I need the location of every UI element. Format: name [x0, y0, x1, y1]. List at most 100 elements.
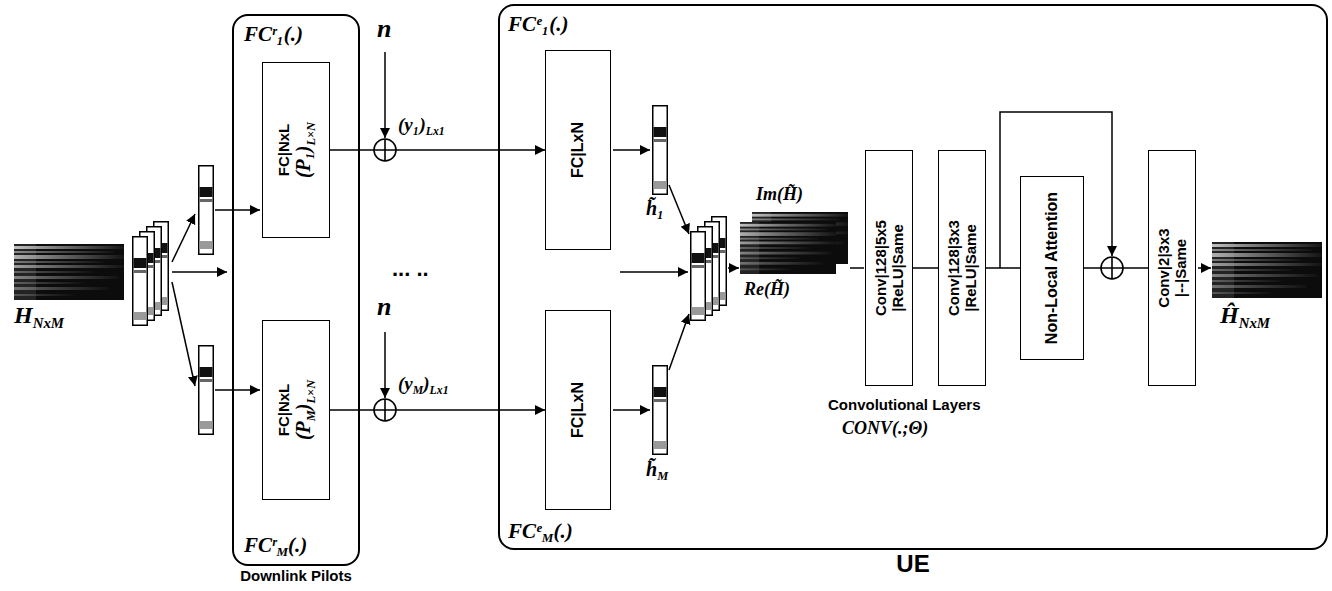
signal-label: (yM)Lx1: [398, 373, 449, 398]
node-text: M: [303, 410, 317, 421]
arrow: [1198, 267, 1211, 269]
rotated-text: Non-Local Attention: [1043, 192, 1061, 344]
label-text: H: [14, 302, 33, 328]
text-line: FCᵉ₁(.): [508, 12, 568, 36]
label-text: Ĥ: [1220, 302, 1239, 328]
channel-label: Im(H̃): [756, 184, 803, 205]
connector: [986, 267, 1020, 269]
rotated-text: FC|LxN: [569, 382, 587, 438]
rotated-text: Conv|128|3x3 |ReLU|Same: [945, 218, 980, 318]
node-text: UE: [896, 550, 929, 577]
fc-layer: FC|NxL(P₁)L×N: [262, 62, 330, 238]
arrow: [172, 271, 227, 273]
label-text: M: [657, 469, 668, 483]
node-text: FCᵉ₁(.): [508, 12, 568, 36]
node-text: FCʳ₁(.): [244, 22, 303, 46]
pilot-group: FC|NxL(P₁)L×NFC|NxL(PM)L×NFCʳ₁(.)FCʳM(.)…: [232, 14, 360, 566]
node-text: Conv|128|5x5 |ReLU|Same: [872, 220, 906, 316]
sum-node: [374, 139, 396, 161]
function-label: CONV(.;Θ): [842, 418, 928, 439]
vector-label: h̃₁: [646, 197, 664, 220]
label-text: Convolutional Layers: [828, 396, 981, 413]
sum-node: [1101, 257, 1123, 279]
node-text: FC|NxL: [275, 384, 292, 437]
fc-layer: FC|LxN: [545, 310, 611, 510]
arrow: [669, 314, 689, 370]
channel-image: [14, 244, 124, 300]
arrow: [384, 332, 386, 398]
label-text: h̃: [646, 458, 657, 480]
text-line: FC|LxN: [569, 382, 587, 438]
noise-label: n: [377, 292, 391, 322]
node-text: L×N: [303, 122, 317, 146]
channel-image: [740, 222, 836, 274]
arrow: [215, 389, 260, 391]
channel-label: Re(H̃): [744, 279, 790, 300]
arrow: [728, 267, 739, 269]
node-text: M: [276, 544, 288, 559]
label-text: Re(H̃): [744, 279, 790, 299]
matrix-label: HNxM: [14, 302, 64, 332]
rotated-text: FC|NxL(P₁)L×N: [275, 122, 318, 178]
label-text: n: [377, 292, 391, 321]
text-line: FC|NxL: [275, 122, 292, 178]
vector-stack: [133, 222, 169, 326]
vector: [653, 106, 668, 195]
fc-layer: FC|LxN: [545, 50, 611, 250]
text-line: Conv|128|5x5 |ReLU|Same: [872, 218, 907, 318]
vector: [691, 232, 706, 321]
label-text: Im(H̃): [756, 184, 803, 204]
arrow: [215, 209, 260, 211]
ellipsis: ... ..: [392, 256, 429, 281]
node-text: FCʳ: [244, 533, 276, 557]
attention-block: Non-Local Attention: [1020, 176, 1084, 360]
label-text: NxM: [33, 315, 64, 331]
arrow: [384, 52, 386, 138]
label-text: h̃₁: [646, 197, 664, 219]
node-text: FC|LxN: [569, 122, 586, 178]
text-line: (PM)L×N: [292, 380, 318, 440]
conv-layer: Conv|2|3x3 |--|Same: [1148, 150, 1196, 386]
arrow: [172, 214, 195, 262]
node-text: ): [292, 403, 314, 410]
noise-label: n: [377, 14, 391, 44]
rotated-text: Conv|128|5x5 |ReLU|Same: [872, 218, 907, 318]
text-line: (P₁)L×N: [292, 122, 318, 178]
node-text: FC|LxN: [569, 382, 586, 438]
label-text: Lx1: [426, 125, 445, 138]
node-text: FC|NxL: [275, 124, 292, 177]
arrow: [172, 282, 195, 386]
node-text: Conv|128|3x3 |ReLU|Same: [945, 220, 979, 316]
vector: [133, 237, 148, 326]
label-text: Lx1: [430, 384, 449, 397]
matrix-label: ĤNxM: [1220, 302, 1270, 332]
connector: [330, 409, 545, 411]
node-text: FCᵉ: [508, 519, 542, 543]
text-line: FCʳ₁(.): [244, 22, 303, 46]
node-text: Non-Local Attention: [1043, 192, 1060, 344]
conv-layer: Conv|128|5x5 |ReLU|Same: [865, 150, 913, 386]
text-line: UE: [896, 550, 929, 578]
text-line: FCʳM(.): [244, 533, 307, 561]
rotated-text: FC|NxL(PM)L×N: [275, 380, 318, 440]
text-line: Conv|128|3x3 |ReLU|Same: [945, 218, 980, 318]
block-caption: Convolutional Layers: [828, 396, 981, 413]
vector: [199, 346, 214, 435]
connector: [913, 267, 938, 269]
text-line: Downlink Pilots: [240, 567, 352, 584]
arrow: [613, 149, 650, 151]
vector: [653, 366, 668, 455]
text-line: FCᵉM(.): [508, 519, 573, 547]
node-text: Conv|2|3x3 |--|Same: [1155, 228, 1189, 307]
label-text: (y: [398, 373, 413, 394]
node-text: M: [542, 530, 554, 545]
fc-layer: FC|NxL(PM)L×N: [262, 320, 330, 500]
text-line: Non-Local Attention: [1043, 192, 1061, 344]
node-text: (P: [292, 421, 314, 440]
arrow: [669, 185, 689, 234]
arrow: [620, 271, 688, 273]
wire: [850, 267, 864, 269]
text-line: FC|NxL: [275, 380, 292, 440]
